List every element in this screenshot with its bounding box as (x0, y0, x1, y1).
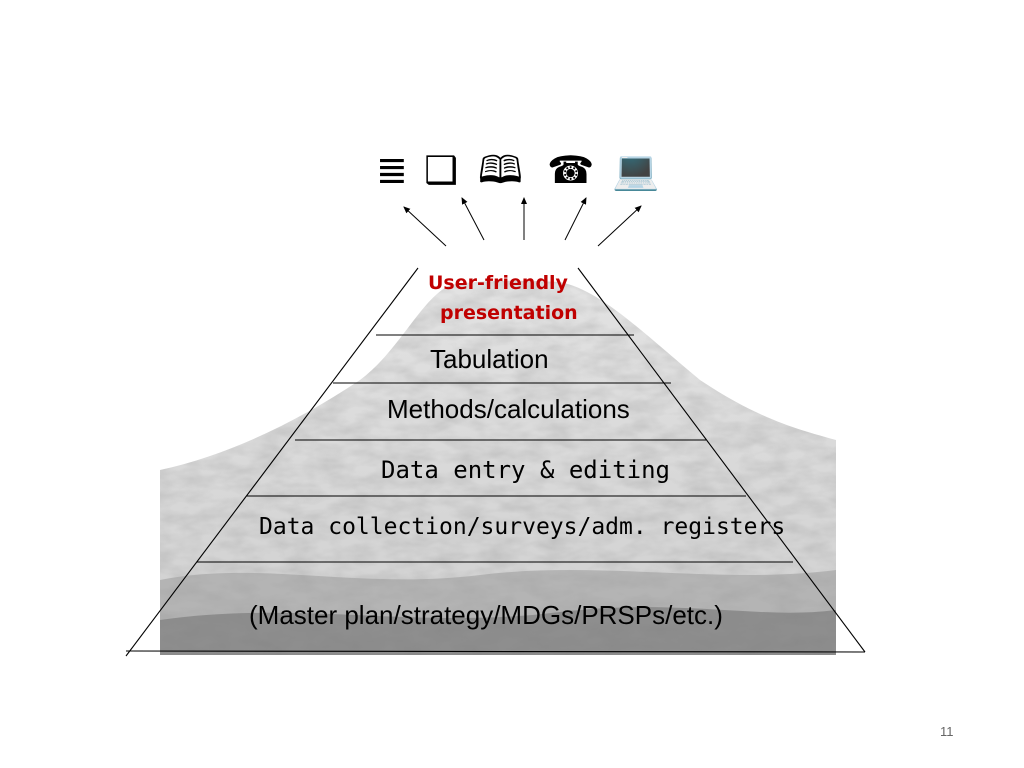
document-icon: ≣ (376, 148, 408, 192)
output-arrows (403, 197, 642, 247)
pyramid-outline (125, 267, 866, 657)
telephone-icon: ☎ (547, 148, 595, 192)
level-label-master-plan: (Master plan/strategy/MDGs/PRSPs/etc.) (249, 600, 723, 630)
level-label-presentation: User-friendly presentation (428, 268, 598, 328)
presentation-line-1: User-friendly (428, 272, 568, 294)
level-label-tabulation: Tabulation (430, 344, 549, 374)
level-label-data-entry: Data entry & editing (381, 456, 670, 484)
book-icon: 🕮 (478, 148, 523, 192)
level-label-methods: Methods/calculations (387, 394, 630, 424)
copy-pages-icon: ❑ (424, 148, 459, 192)
page-number: 11 (940, 724, 954, 739)
level-label-data-collection: Data collection/surveys/adm. registers (259, 514, 786, 540)
computer-icon: 💻 (612, 148, 660, 192)
presentation-line-2: presentation (440, 302, 578, 324)
level-separators (197, 334, 793, 563)
